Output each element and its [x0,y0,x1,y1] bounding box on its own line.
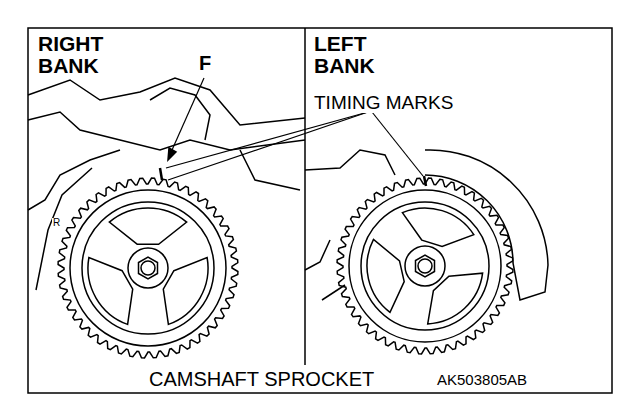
sprocket-web [361,202,489,330]
bolt-washer [418,259,432,273]
belt-cover-edge [28,150,120,210]
engine-outline [322,285,345,300]
callout-label: TIMING MARKS [313,93,454,113]
sprocket-web [82,202,214,334]
sprocket-bolt [416,255,435,277]
figure-code: AK503805AB [436,372,528,388]
arrow-head [168,148,176,160]
leader-line [172,78,204,150]
sprocket-hub [405,246,445,286]
sprocket-cutout [163,258,208,325]
engine-outline [305,150,395,175]
sprocket-rim [349,190,501,342]
sprocket-teeth [337,178,513,354]
belt-cover-edge [36,168,92,290]
sprocket-cutout [367,239,404,312]
engine-outline [28,112,305,150]
belt-cover [425,150,548,300]
timing-mark [160,168,162,180]
sprocket-cutout [109,208,186,244]
sprocket-cutout [88,258,133,325]
panel-divider [304,28,306,365]
sprocket-cutout [402,208,473,246]
sprocket-teeth [58,178,238,358]
sprocket-hub [128,248,168,288]
engine-outline [305,240,330,270]
leader-line [168,112,368,180]
bolt-washer [141,261,155,275]
caption: CAMSHAFT SPROCKET [148,369,375,390]
sprocket-bolt [139,257,158,279]
sprocket-cutout [428,273,483,324]
engine-outline [240,150,300,190]
sprocket-rim [70,190,226,346]
leader-line [372,112,423,176]
bank-letter: R [52,218,61,229]
callout-letter: F [198,53,212,74]
leader-line [166,112,368,168]
engine-outline [28,78,305,125]
bank-heading: LEFT BANK [313,33,415,77]
frame [28,28,612,393]
bank-heading: RIGHT BANK [37,33,149,77]
